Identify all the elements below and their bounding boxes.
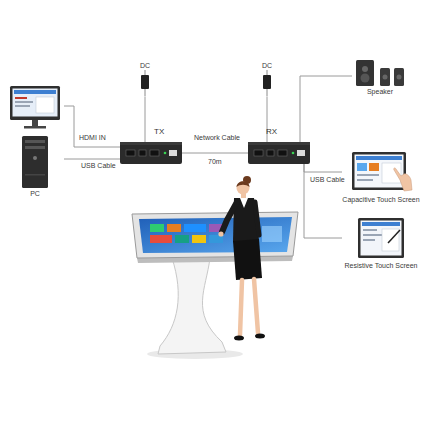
speaker-node: Speaker [352, 58, 408, 96]
cable-label: USB Cable [80, 162, 117, 170]
icon-holder [257, 70, 277, 96]
icon-holder [135, 70, 155, 96]
touch-screen-node: Capacitive Touch Screen [342, 150, 420, 204]
icon-holder [6, 84, 64, 190]
power-label: DC [257, 62, 277, 70]
cable-line [64, 159, 120, 160]
icon-holder [342, 216, 420, 262]
extender-housing [248, 142, 310, 164]
receiver-box: RX [248, 142, 310, 164]
device-label: Speaker [352, 88, 408, 96]
cable-line [182, 153, 248, 154]
device-label: PC [6, 190, 64, 198]
capacitive-screen-icon [342, 150, 420, 196]
icon-holder [342, 150, 420, 196]
pc-icon [6, 84, 64, 190]
speaker-icon [352, 58, 408, 88]
resistive-screen-icon [342, 216, 420, 262]
transmitter-box: TX [120, 142, 182, 164]
pc-node: PC [6, 84, 64, 198]
cable-label: Network Cable [193, 134, 241, 142]
device-label: TX [154, 127, 164, 137]
icon-holder [120, 142, 182, 164]
cable-length: 70m [207, 158, 223, 166]
icon-holder [248, 142, 310, 164]
cable-label: HDMI IN [78, 134, 107, 142]
device-label: Resistive Touch Screen [342, 262, 420, 270]
cable-line [300, 76, 352, 142]
device-label: RX [266, 127, 277, 137]
power-adapter: DC [257, 62, 277, 96]
cable-line [145, 96, 146, 142]
extender-housing [120, 142, 182, 164]
cable-line [304, 164, 342, 172]
cable-label: USB Cable [309, 176, 346, 184]
power-adapter-icon [135, 70, 155, 96]
icon-holder [352, 58, 408, 88]
power-label: DC [135, 62, 155, 70]
power-adapter-icon [257, 70, 277, 96]
touch-screen-node: Resistive Touch Screen [342, 216, 420, 270]
device-label: Capacitive Touch Screen [342, 196, 420, 204]
cable-line [64, 106, 120, 147]
power-adapter: DC [135, 62, 155, 96]
